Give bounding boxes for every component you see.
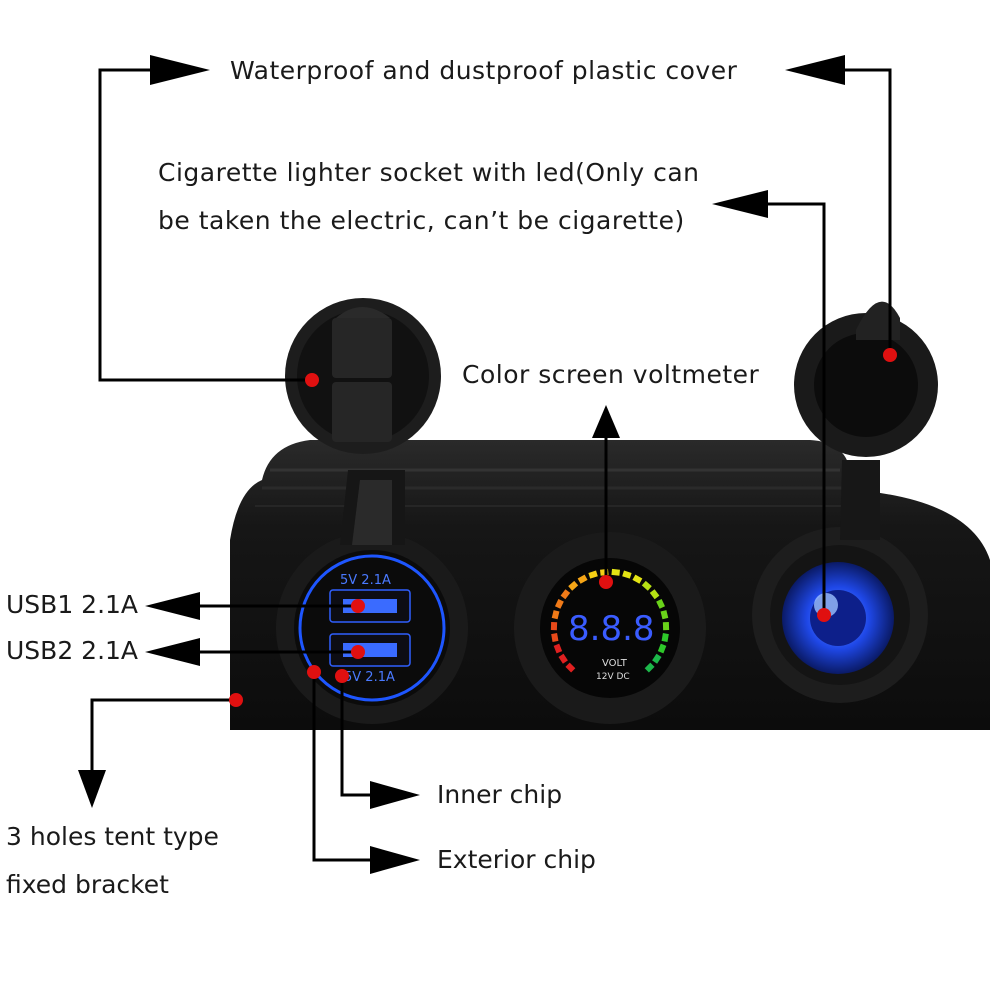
marker-usb-cover — [305, 373, 319, 387]
marker-bracket — [229, 693, 243, 707]
gauge-segment — [660, 610, 669, 620]
arrow-inner-chip — [370, 781, 420, 809]
marker-usb1 — [351, 599, 365, 613]
gauge-segment — [560, 589, 571, 600]
label-bracket-line1: 3 holes tent type — [6, 822, 219, 851]
label-usb2: USB2 2.1A — [6, 636, 139, 665]
marker-voltmeter — [599, 575, 613, 589]
gauge-segment — [551, 633, 559, 642]
connector-lines — [90, 68, 892, 862]
label-bracket-line2: fixed bracket — [6, 870, 169, 899]
gauge-segment — [649, 589, 660, 600]
arrow-usb1 — [145, 592, 200, 620]
marker-cigarette-cover — [883, 348, 897, 362]
gauge-segment — [652, 653, 662, 664]
usb-cover-cap — [285, 298, 441, 545]
label-plastic-cover: Waterproof and dustproof plastic cover — [230, 56, 738, 85]
label-inner-chip: Inner chip — [437, 780, 563, 809]
gauge-segment — [661, 633, 669, 642]
cigarette-lighter-socket — [752, 527, 928, 703]
gauge-segment — [551, 610, 560, 620]
usb-top-rating: 5V 2.1A — [340, 573, 391, 588]
voltmeter-gauge — [550, 568, 670, 673]
gauge-segment — [568, 580, 579, 591]
gauge-segment — [588, 570, 598, 579]
gauge-segment — [622, 570, 632, 579]
gauge-segment — [611, 568, 620, 576]
marker-cigarette-socket — [817, 608, 831, 622]
voltmeter-reading: 8.8.8 — [568, 609, 655, 649]
gauge-segment — [656, 598, 666, 609]
marker-inner-chip — [335, 669, 349, 683]
label-exterior-chip: Exterior chip — [437, 845, 596, 874]
gauge-segment — [577, 574, 588, 584]
arrow-cover-right — [785, 55, 845, 85]
label-cigarette-socket-line2: be taken the electric, can’t be cigarett… — [158, 206, 685, 235]
label-voltmeter: Color screen voltmeter — [462, 360, 760, 389]
gauge-segment — [554, 598, 564, 609]
arrow-cigarette — [712, 190, 768, 218]
usb-socket: 5V 2.1A 5V 2.1A — [276, 532, 468, 724]
gauge-segment — [565, 662, 576, 673]
marker-dots — [229, 348, 897, 707]
gauge-segment — [662, 621, 670, 631]
arrow-exterior-chip — [370, 846, 420, 874]
arrow-bracket — [78, 770, 106, 808]
arrow-cover-left — [150, 55, 210, 85]
gauge-segment — [644, 662, 655, 673]
voltmeter-spec: 12V DC — [596, 672, 630, 682]
marker-usb2 — [351, 645, 365, 659]
usb-bottom-rating: 5V 2.1A — [344, 670, 395, 685]
label-cigarette-socket-line1: Cigarette lighter socket with led(Only c… — [158, 158, 700, 187]
arrow-voltmeter — [592, 405, 620, 438]
voltmeter: 8.8.8 VOLT 12V DC — [514, 532, 706, 724]
label-usb1: USB1 2.1A — [6, 590, 139, 619]
gauge-segment — [558, 653, 568, 664]
gauge-segment — [550, 621, 558, 631]
gauge-segment — [553, 643, 563, 654]
arrow-usb2 — [145, 638, 200, 666]
marker-exterior-chip — [307, 665, 321, 679]
gauge-segment — [632, 574, 643, 584]
gauge-segment — [657, 643, 667, 654]
arrowheads — [78, 55, 845, 874]
voltmeter-word: VOLT — [602, 658, 628, 669]
gauge-segment — [641, 580, 652, 591]
